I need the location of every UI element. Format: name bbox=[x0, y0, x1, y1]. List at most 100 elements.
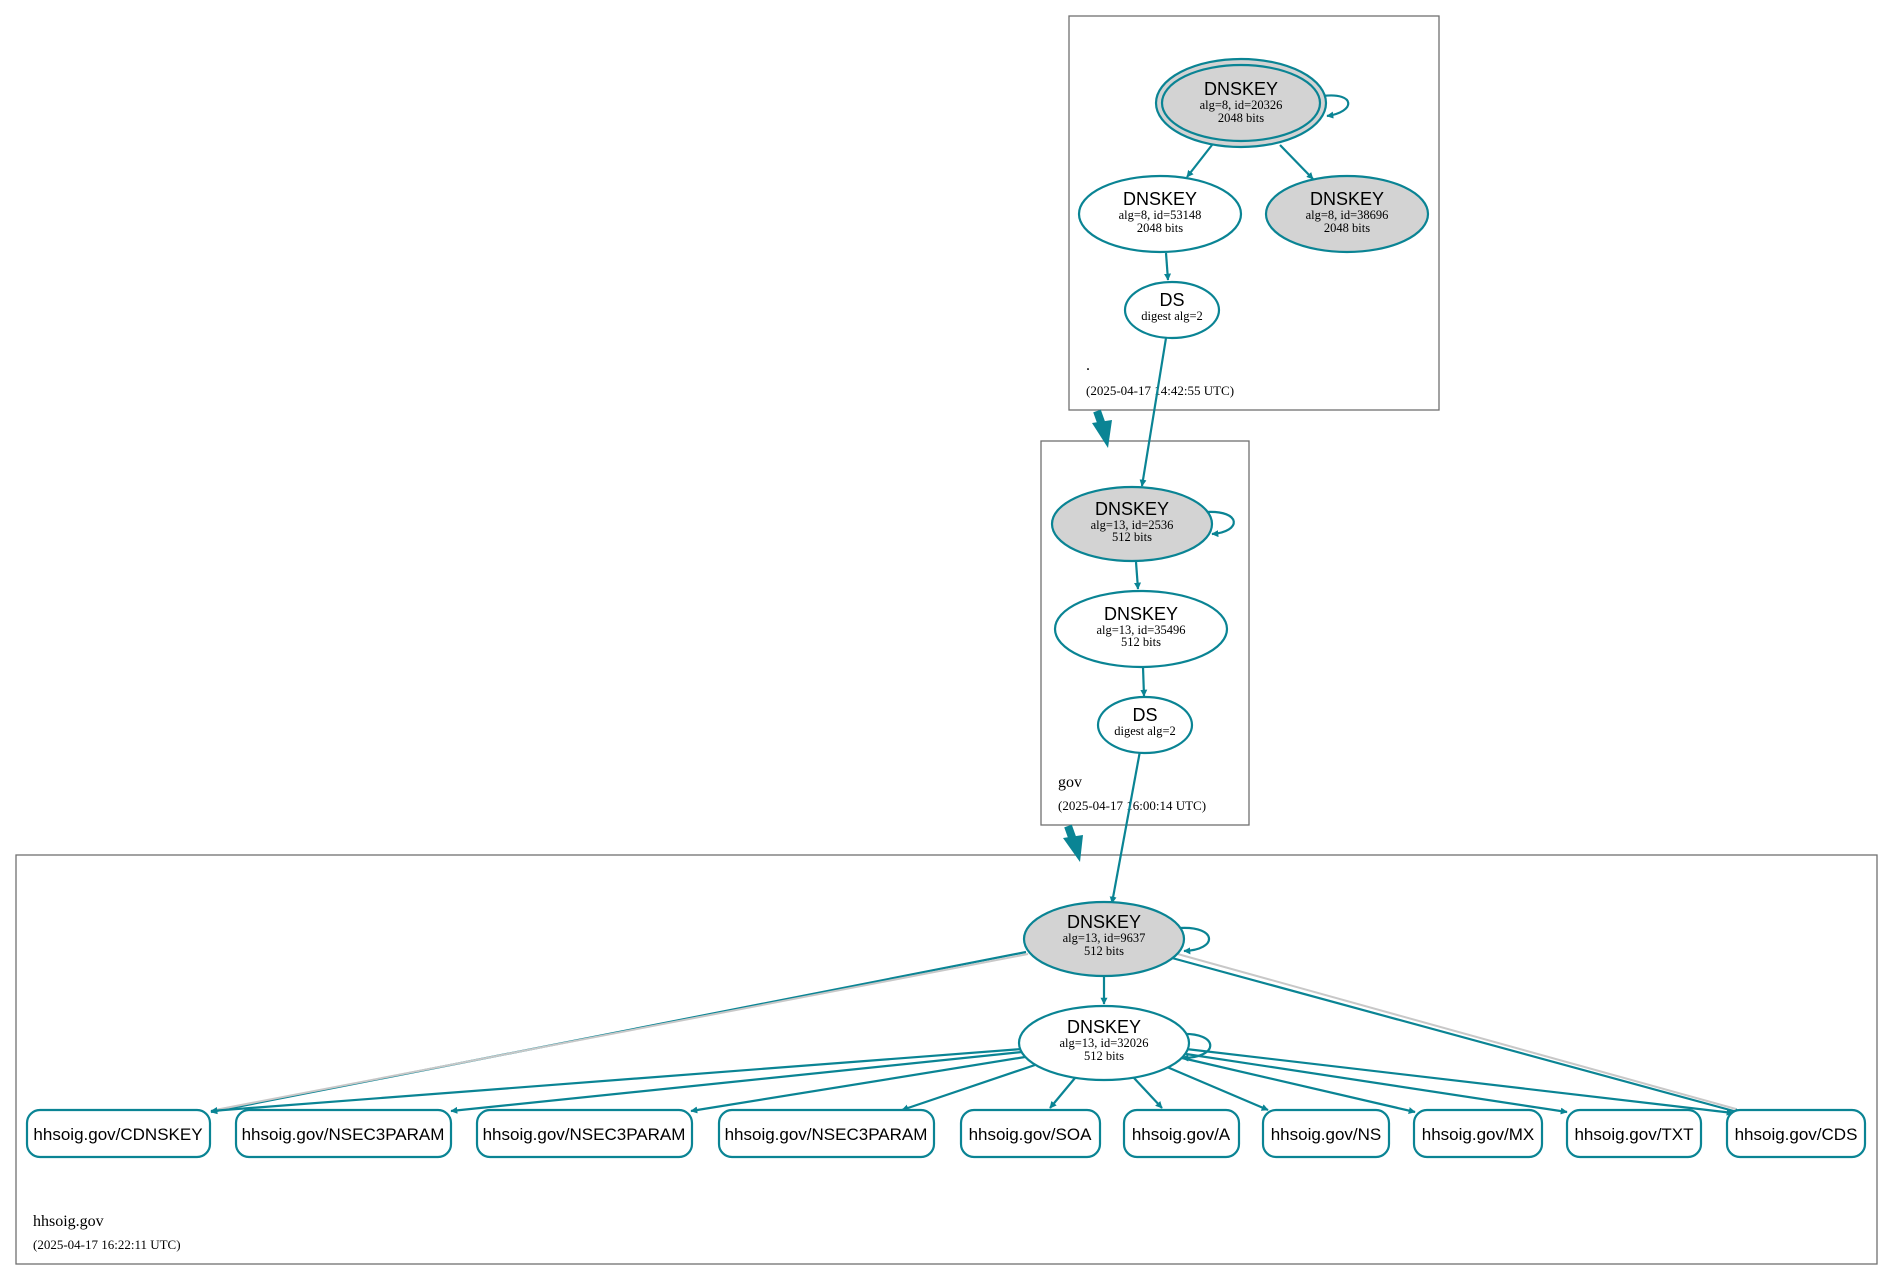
node-gov-ksk[interactable]: DNSKEY alg=13, id=2536 512 bits bbox=[1050, 485, 1214, 563]
rrset-cds-label: hhsoig.gov/CDS bbox=[1735, 1125, 1858, 1144]
edge-hhs-zsk-to-cdnskey bbox=[210, 1047, 1023, 1115]
node-root-zsk1-title: DNSKEY bbox=[1123, 189, 1197, 209]
rrset-nsec3param-3[interactable]: hhsoig.gov/NSEC3PARAM bbox=[717, 1108, 936, 1159]
rrset-a[interactable]: hhsoig.gov/A bbox=[1122, 1108, 1241, 1159]
rrset-mx[interactable]: hhsoig.gov/MX bbox=[1412, 1108, 1544, 1159]
node-root-ksk-line1: alg=8, id=20326 bbox=[1200, 98, 1283, 112]
node-hhs-ksk[interactable]: DNSKEY alg=13, id=9637 512 bits bbox=[1022, 900, 1186, 978]
rrset-nsec3param-2[interactable]: hhsoig.gov/NSEC3PARAM bbox=[475, 1108, 694, 1159]
node-root-ksk-title: DNSKEY bbox=[1204, 79, 1278, 99]
edge-hhs-ksk-to-cds bbox=[1171, 956, 1742, 1115]
node-gov-ksk-shape bbox=[1050, 485, 1214, 563]
edge-gray-cdnskey-to-ksk bbox=[214, 953, 1029, 1111]
edge-gov-ksk-to-zsk bbox=[1134, 561, 1142, 590]
node-root-zsk2-title: DNSKEY bbox=[1310, 189, 1384, 209]
node-gov-ksk-line1: alg=13, id=2536 bbox=[1091, 518, 1174, 532]
edge-hhs-zsk-to-a bbox=[1133, 1077, 1163, 1109]
edge-root-ds-to-gov-ksk bbox=[1139, 337, 1168, 487]
rrset-nsec3param-1[interactable]: hhsoig.gov/NSEC3PARAM bbox=[234, 1108, 453, 1159]
node-root-zsk1-line2: 2048 bits bbox=[1137, 221, 1183, 235]
node-root-ksk[interactable]: DNSKEY alg=8, id=20326 2048 bits bbox=[1154, 57, 1328, 149]
node-hhs-zsk-title: DNSKEY bbox=[1067, 1017, 1141, 1037]
node-hhs-ksk-line2: 512 bits bbox=[1084, 944, 1124, 958]
node-root-ds-title: DS bbox=[1159, 290, 1184, 310]
rrset-soa[interactable]: hhsoig.gov/SOA bbox=[959, 1108, 1102, 1159]
node-hhs-ksk-shape bbox=[1022, 900, 1186, 978]
node-root-zsk1[interactable]: DNSKEY alg=8, id=53148 2048 bits bbox=[1077, 174, 1243, 254]
zone-root-box bbox=[1068, 15, 1440, 411]
edge-gov-ds-to-hhs-ksk bbox=[1109, 750, 1142, 904]
rrset-nsec3param-3-box bbox=[717, 1108, 936, 1159]
edge-hhs-zsk-self bbox=[1179, 1032, 1212, 1062]
rrset-nsec3param-2-label: hhsoig.gov/NSEC3PARAM bbox=[483, 1125, 686, 1144]
rrset-cds[interactable]: hhsoig.gov/CDS bbox=[1725, 1108, 1867, 1159]
node-gov-ds-shape bbox=[1096, 695, 1194, 755]
node-root-zsk1-shape bbox=[1077, 174, 1243, 254]
node-gov-ksk-title: DNSKEY bbox=[1095, 499, 1169, 519]
zone-gov: gov (2025-04-17 16:00:14 UTC) bbox=[1040, 440, 1250, 826]
edge-hhs-zsk-to-ns bbox=[1166, 1065, 1269, 1112]
rrset-cdnskey-box bbox=[25, 1108, 212, 1159]
zone-gov-timestamp: (2025-04-17 16:00:14 UTC) bbox=[1058, 798, 1206, 813]
rrset-a-box bbox=[1122, 1108, 1241, 1159]
rrset-nsec3param-3-label: hhsoig.gov/NSEC3PARAM bbox=[725, 1125, 928, 1144]
delegation-arrowhead-gov-hhsoig bbox=[1063, 835, 1083, 862]
edge-gov-ksk-self bbox=[1205, 510, 1235, 538]
node-gov-zsk-line1: alg=13, id=35496 bbox=[1096, 623, 1185, 637]
node-gov-zsk[interactable]: DNSKEY alg=13, id=35496 512 bits bbox=[1053, 589, 1229, 669]
rrset-cdnskey-label: hhsoig.gov/CDNSKEY bbox=[33, 1125, 202, 1144]
zone-root-timestamp: (2025-04-17 14:42:55 UTC) bbox=[1086, 383, 1234, 398]
edge-gov-zsk-to-ds bbox=[1140, 666, 1148, 697]
edge-hhs-zsk-to-mx bbox=[1181, 1056, 1416, 1114]
node-root-zsk1-line1: alg=8, id=53148 bbox=[1119, 208, 1202, 222]
rrset-ns[interactable]: hhsoig.gov/NS bbox=[1261, 1108, 1391, 1159]
zone-root: . (2025-04-17 14:42:55 UTC) bbox=[1068, 15, 1440, 411]
node-gov-ds-line1: digest alg=2 bbox=[1114, 724, 1176, 738]
node-root-zsk2-line1: alg=8, id=38696 bbox=[1306, 208, 1389, 222]
rrset-txt-box bbox=[1565, 1108, 1703, 1159]
zone-root-name: . bbox=[1086, 357, 1090, 374]
node-root-ds-line1: digest alg=2 bbox=[1141, 309, 1203, 323]
edge-root-ksk-to-zsk1 bbox=[1186, 144, 1213, 178]
node-hhs-zsk-line1: alg=13, id=32026 bbox=[1059, 1036, 1148, 1050]
node-root-zsk2-shape bbox=[1264, 174, 1430, 254]
rrset-nsec3param-1-label: hhsoig.gov/NSEC3PARAM bbox=[242, 1125, 445, 1144]
zone-hhsoig-timestamp: (2025-04-17 16:22:11 UTC) bbox=[33, 1237, 181, 1252]
node-gov-zsk-shape bbox=[1053, 589, 1229, 669]
node-root-ksk-line2: 2048 bits bbox=[1218, 111, 1264, 125]
rrset-nsec3param-1-box bbox=[234, 1108, 453, 1159]
rrset-nsec3param-2-box bbox=[475, 1108, 694, 1159]
zone-hhsoig-name: hhsoig.gov bbox=[33, 1213, 104, 1230]
node-root-ds[interactable]: DS digest alg=2 bbox=[1123, 280, 1221, 340]
node-root-zsk2[interactable]: DNSKEY alg=8, id=38696 2048 bits bbox=[1264, 174, 1430, 254]
node-gov-ds[interactable]: DS digest alg=2 bbox=[1096, 695, 1194, 755]
delegation-arrowhead-root-gov bbox=[1092, 420, 1112, 448]
rrset-a-label: hhsoig.gov/A bbox=[1132, 1125, 1231, 1144]
edge-hhs-zsk-to-txt bbox=[1185, 1052, 1568, 1115]
rrset-mx-label: hhsoig.gov/MX bbox=[1422, 1125, 1534, 1144]
node-root-ds-shape bbox=[1123, 280, 1221, 340]
node-hhs-ksk-line1: alg=13, id=9637 bbox=[1063, 931, 1146, 945]
edge-root-zsk1-to-ds bbox=[1164, 252, 1172, 281]
rrset-txt[interactable]: hhsoig.gov/TXT bbox=[1565, 1108, 1703, 1159]
rrset-cdnskey[interactable]: hhsoig.gov/CDNSKEY bbox=[25, 1108, 212, 1159]
node-gov-ds-title: DS bbox=[1132, 705, 1157, 725]
node-gov-zsk-title: DNSKEY bbox=[1104, 604, 1178, 624]
rrset-soa-box bbox=[959, 1108, 1102, 1159]
node-gov-zsk-line2: 512 bits bbox=[1121, 635, 1161, 649]
rrset-cds-box bbox=[1725, 1108, 1867, 1159]
zone-gov-box bbox=[1040, 440, 1250, 826]
zone-gov-name: gov bbox=[1058, 774, 1082, 791]
zone-hhsoig-box bbox=[15, 854, 1878, 1265]
node-root-ksk-inner bbox=[1160, 63, 1322, 143]
node-hhs-ksk-title: DNSKEY bbox=[1067, 912, 1141, 932]
rrset-soa-label: hhsoig.gov/SOA bbox=[969, 1125, 1093, 1144]
edge-hhs-zsk-to-nsec3param-2 bbox=[690, 1055, 1026, 1114]
edge-hhs-zsk-to-cds bbox=[1185, 1047, 1734, 1116]
node-hhs-zsk-shape bbox=[1017, 1004, 1191, 1082]
edge-root-ksk-self bbox=[1322, 94, 1350, 119]
edge-root-ksk-to-zsk2 bbox=[1279, 144, 1314, 180]
node-hhs-zsk[interactable]: DNSKEY alg=13, id=32026 512 bits bbox=[1017, 1004, 1191, 1082]
edge-hhs-ksk-self bbox=[1179, 926, 1211, 955]
